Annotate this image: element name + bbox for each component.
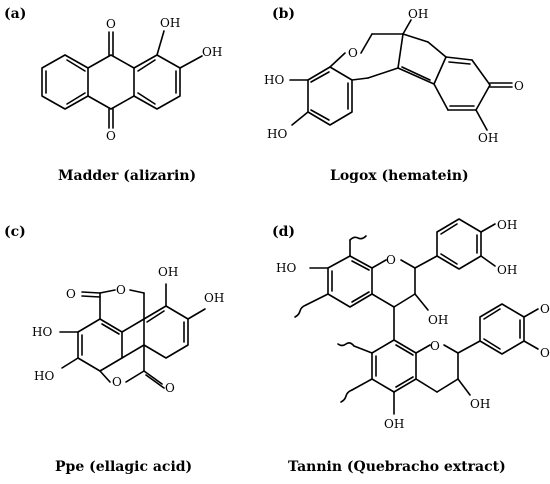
alizarin-structure: [41, 30, 203, 129]
ellagic-acid-structure: [59, 283, 206, 389]
atom-oh: OH: [384, 417, 404, 431]
atom-oh: OH: [202, 45, 222, 59]
atom-oh: OH: [428, 313, 448, 327]
panel-d-caption: Tannin (Quebracho extract): [288, 459, 506, 475]
atom-oh: OH: [204, 291, 224, 305]
atom-oh: OH: [408, 7, 428, 21]
atom-oh: OH: [158, 265, 178, 279]
atom-oh: OH: [160, 16, 180, 30]
atom-o: O: [430, 339, 440, 353]
panel-b-letter: (b): [272, 6, 295, 22]
panel-b: (b): [264, 6, 524, 184]
atom-oh: OH: [497, 218, 517, 232]
atom-o: O: [66, 287, 76, 301]
atom-o: O: [386, 253, 396, 267]
atom-o: O: [165, 381, 175, 395]
atom-o: O: [112, 375, 122, 389]
hematein-structure: [289, 19, 513, 131]
panel-c-letter: (c): [4, 224, 26, 240]
tannin-structure: [294, 218, 539, 415]
panel-a: (a) O O OH OH Madder (alizarin: [4, 6, 222, 184]
atom-o: O: [106, 17, 116, 31]
panel-a-caption: Madder (alizarin): [58, 168, 196, 184]
panel-c: (c): [4, 224, 224, 475]
panel-d: (d): [272, 218, 550, 475]
atom-o: O: [348, 46, 358, 60]
atom-ho: HO: [276, 261, 296, 275]
atom-oh: OH: [470, 397, 490, 411]
atom-oh: OH: [497, 263, 517, 277]
panel-d-letter: (d): [272, 224, 295, 240]
atom-oh: OH: [478, 131, 498, 145]
atom-o-truncated: O: [540, 302, 550, 316]
panel-b-caption: Logox (hematein): [330, 168, 469, 184]
atom-ho: HO: [264, 73, 284, 87]
atom-o: O: [514, 79, 524, 93]
atom-ho: HO: [267, 127, 287, 141]
panel-a-letter: (a): [4, 6, 26, 22]
atom-o: O: [106, 129, 116, 143]
atom-ho: HO: [32, 325, 52, 339]
atom-o-truncated: O: [540, 346, 550, 360]
panel-c-caption: Ppe (ellagic acid): [55, 459, 192, 475]
atom-ho: HO: [34, 369, 54, 383]
atom-o: O: [116, 283, 126, 297]
